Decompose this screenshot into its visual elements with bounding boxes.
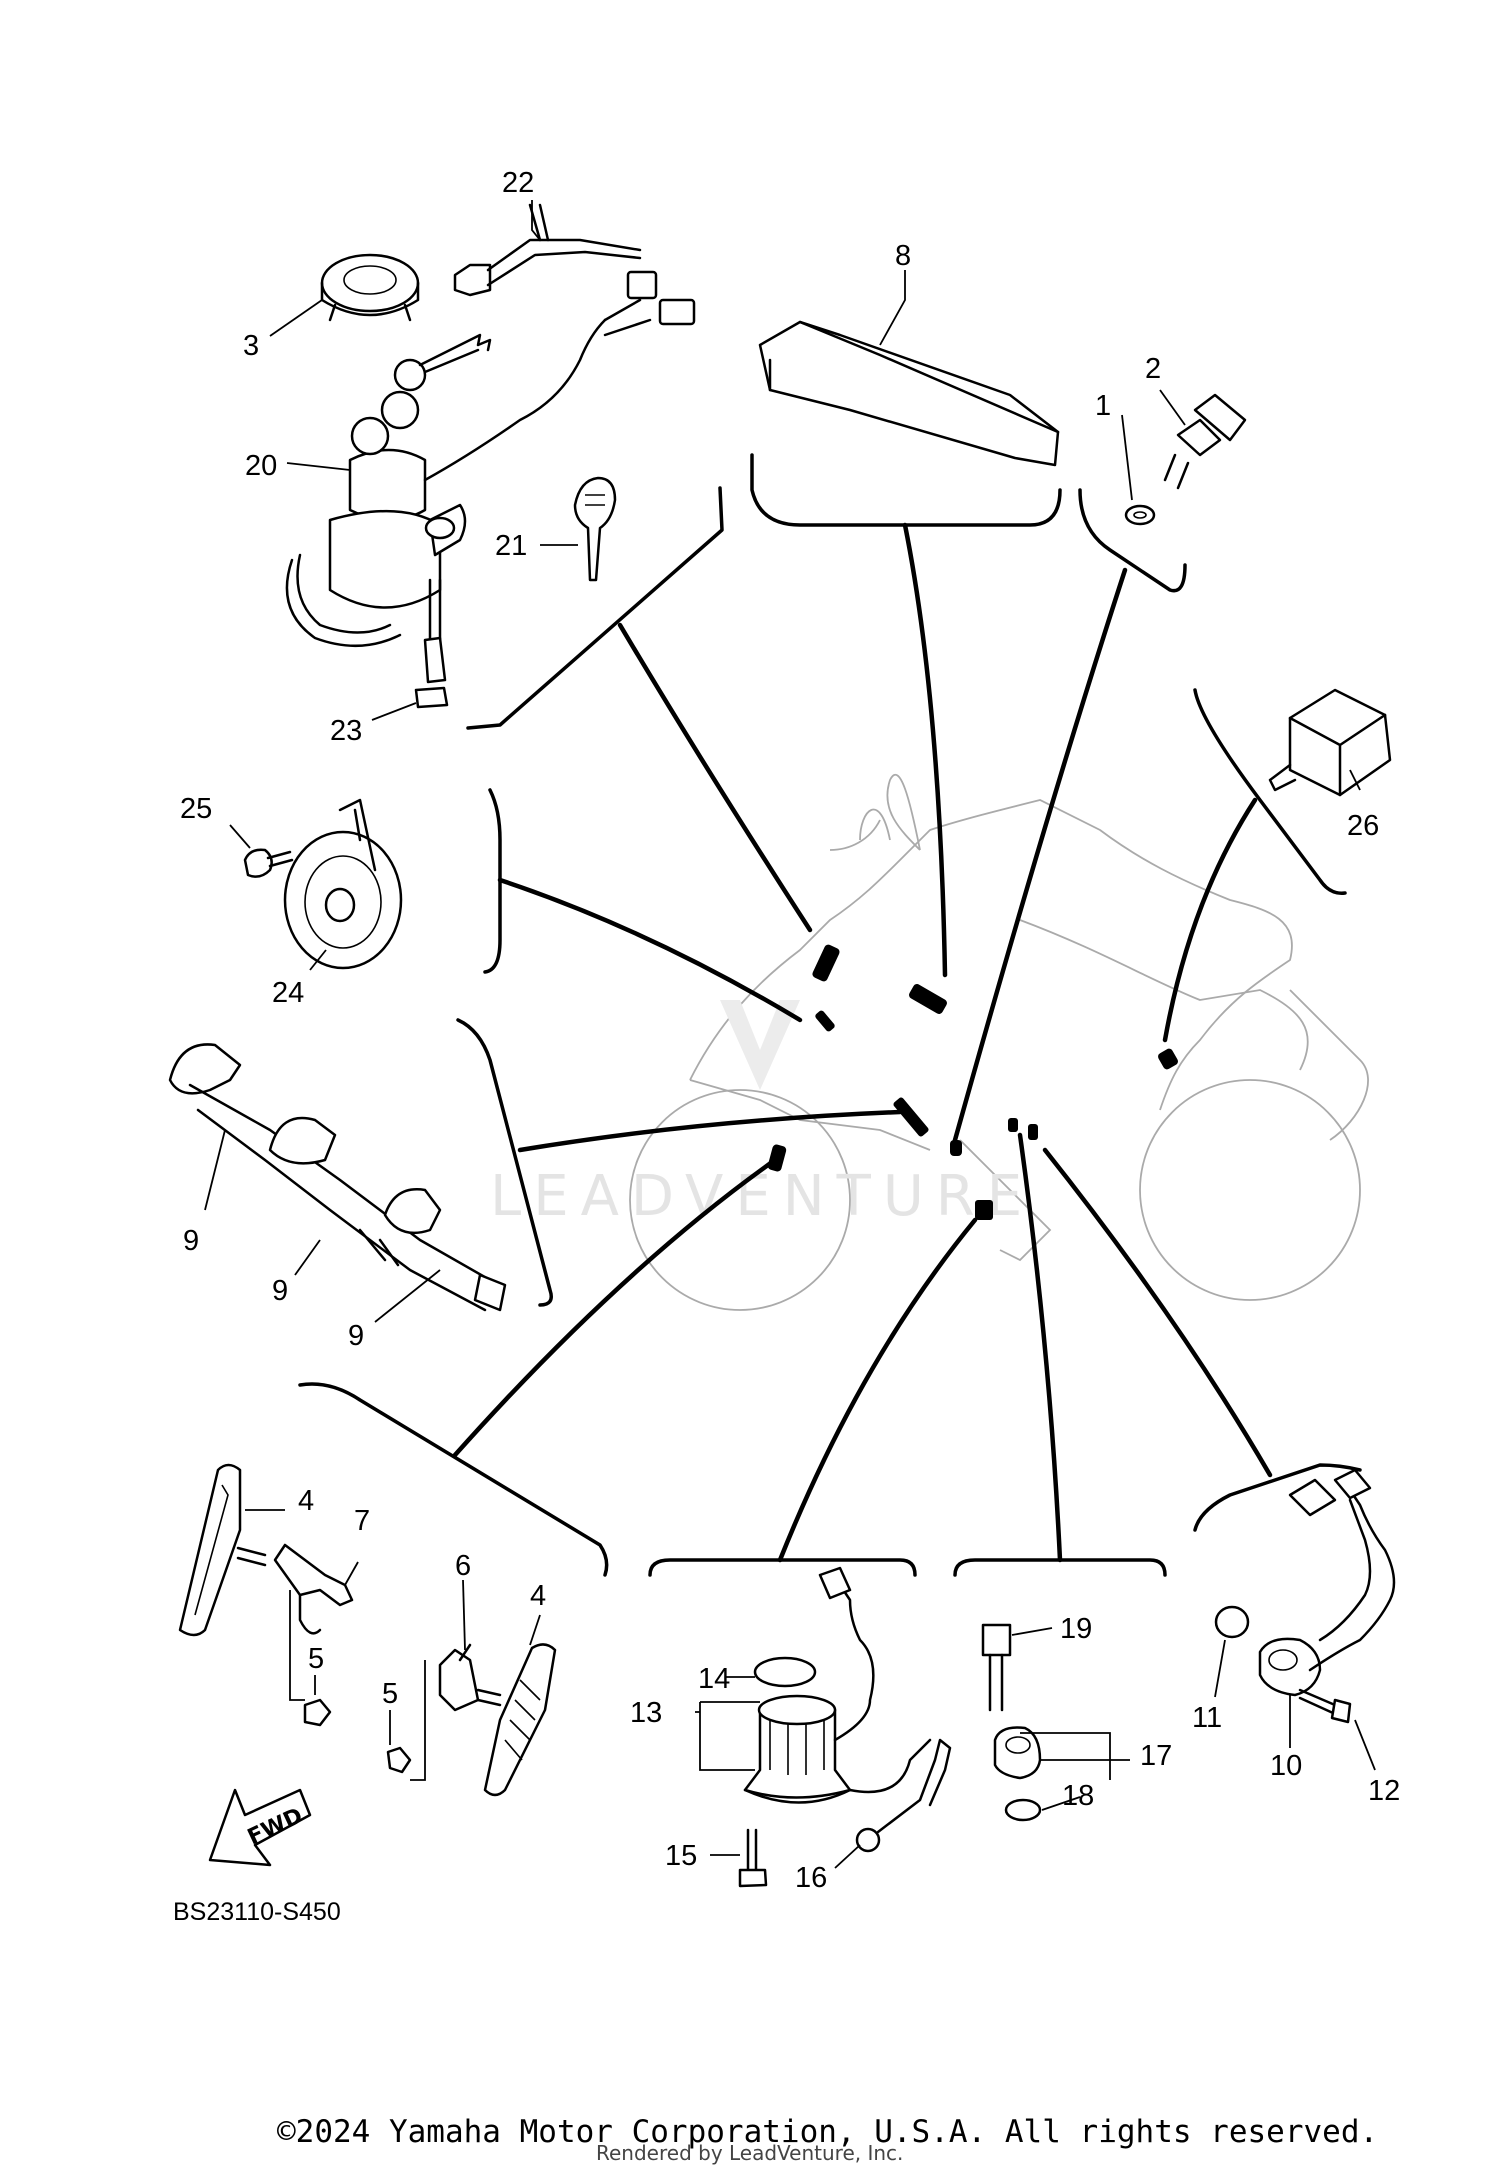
oring-18 — [1004, 1798, 1042, 1822]
diagram-code: BS23110-S450 — [173, 1898, 341, 1926]
watermark-logo-icon — [720, 1000, 800, 1090]
key-stay — [453, 203, 642, 297]
nut-5-left — [289, 1590, 332, 1727]
bracket-7 — [236, 1543, 354, 1635]
callout-12: 12 — [1368, 1775, 1400, 1807]
callout-14: 14 — [698, 1663, 730, 1695]
sensor-2 — [1163, 393, 1247, 490]
callout-15: 15 — [665, 1840, 697, 1872]
callout-4a: 4 — [298, 1485, 314, 1517]
callout-24: 24 — [272, 977, 304, 1009]
fuel-sender-13 — [743, 1566, 932, 1804]
key-cover-ring — [320, 253, 420, 322]
main-switch — [285, 270, 696, 647]
reflector-4-right — [483, 1643, 557, 1797]
callout-19: 19 — [1060, 1613, 1092, 1645]
callout-17: 17 — [1140, 1740, 1172, 1772]
callout-6: 6 — [455, 1550, 471, 1582]
group-brackets — [298, 453, 1362, 1577]
bolt-25 — [243, 848, 294, 878]
bolt-12 — [1298, 1688, 1352, 1724]
fwd-arrow-icon: FWD — [208, 1788, 312, 1867]
seat-8 — [758, 320, 1060, 467]
callout-8: 8 — [895, 240, 911, 272]
relay-26 — [1268, 688, 1392, 797]
callout-5b: 5 — [382, 1678, 398, 1710]
location-markers — [767, 944, 1178, 1220]
callout-labels: 1 2 3 4 4 5 5 6 7 8 9 9 9 10 11 12 13 14… — [180, 167, 1400, 1894]
watermark-text: LEADVENTURE — [490, 1164, 1034, 1229]
callout-22: 22 — [502, 167, 534, 199]
callout-4b: 4 — [530, 1580, 546, 1612]
callout-10: 10 — [1270, 1750, 1302, 1782]
oring-14 — [753, 1656, 817, 1688]
ground-lead-16 — [855, 1738, 952, 1853]
bolt-23 — [414, 578, 449, 709]
callout-18: 18 — [1062, 1780, 1094, 1812]
leader-lines — [204, 200, 1376, 1869]
callout-9c: 9 — [348, 1320, 364, 1352]
watermark: LEADVENTURE — [490, 1000, 1034, 1229]
horn-24 — [283, 798, 403, 970]
oring-11 — [1214, 1605, 1250, 1639]
motorcycle-outline — [629, 773, 1369, 1311]
callout-9b: 9 — [272, 1275, 288, 1307]
bolt-19 — [981, 1623, 1012, 1712]
wire-harness-9 — [168, 1043, 507, 1312]
reflector-4-left — [178, 1463, 242, 1637]
callout-1: 1 — [1095, 390, 1111, 422]
callout-26: 26 — [1347, 810, 1379, 842]
callout-23: 23 — [330, 715, 362, 747]
nut-5-right — [386, 1660, 426, 1781]
callout-11: 11 — [1192, 1702, 1222, 1734]
washer-1 — [1124, 504, 1156, 526]
connector-lines — [452, 522, 1273, 1563]
copyright-notice: ©2024 Yamaha Motor Corporation, U.S.A. A… — [277, 2114, 1378, 2150]
callout-9a: 9 — [183, 1225, 199, 1257]
bracket-6 — [438, 1643, 502, 1712]
switch-10 — [1258, 1468, 1396, 1697]
callout-25: 25 — [180, 793, 212, 825]
callout-2: 2 — [1145, 353, 1161, 385]
callout-3: 3 — [243, 330, 259, 362]
callout-7: 7 — [354, 1505, 370, 1537]
callout-13: 13 — [630, 1697, 662, 1729]
rendered-by-notice: Rendered by LeadVenture, Inc. — [596, 2141, 903, 2165]
callout-5a: 5 — [308, 1643, 324, 1675]
key-21 — [573, 476, 617, 582]
key-icon — [350, 333, 492, 456]
callout-16: 16 — [795, 1862, 827, 1894]
callout-21: 21 — [495, 530, 527, 562]
bolt-15 — [738, 1828, 768, 1888]
sensor-17 — [993, 1726, 1042, 1780]
callout-20: 20 — [245, 450, 277, 482]
